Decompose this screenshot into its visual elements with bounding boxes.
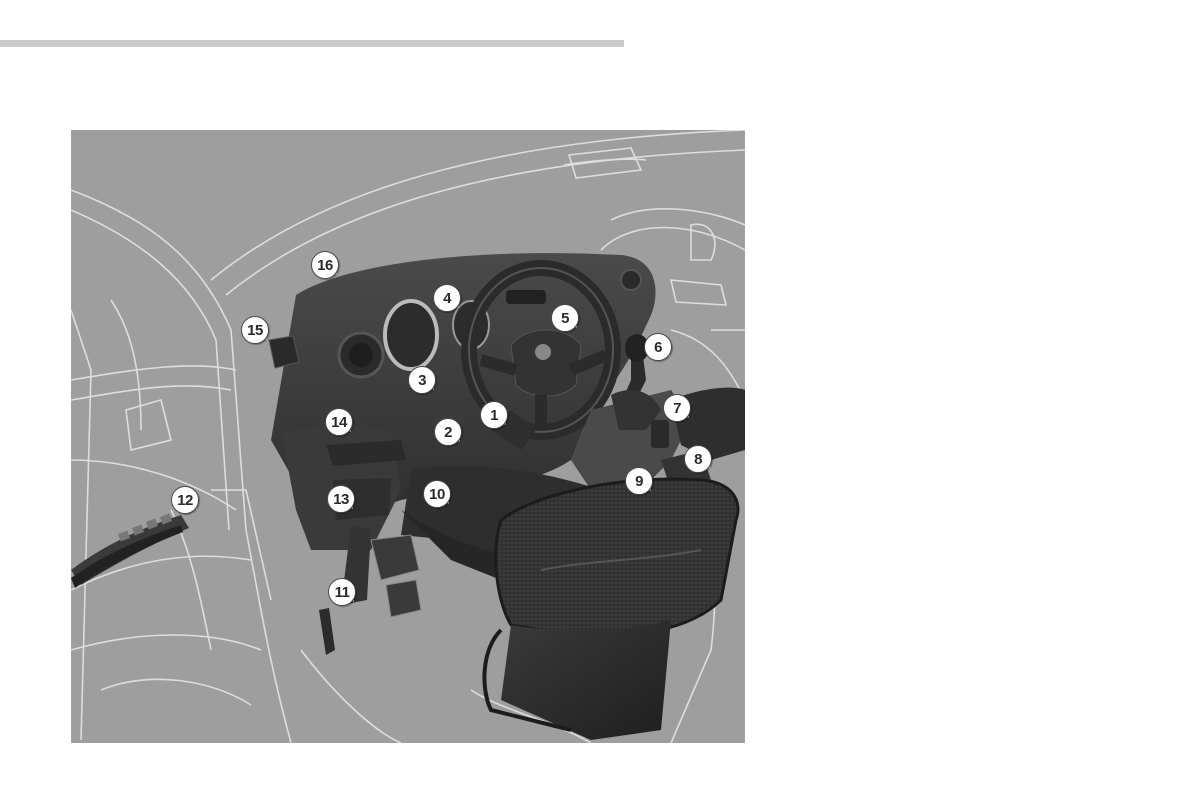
callout-13: 13 (327, 485, 355, 513)
callout-16: 16 (311, 251, 339, 279)
cockpit-illustration: 1 2 3 4 5 6 7 8 9 10 11 12 13 14 15 16 (71, 130, 745, 743)
cockpit-drawing (71, 130, 745, 743)
callout-4: 4 (433, 284, 461, 312)
callout-6: 6 (644, 333, 672, 361)
driver-seat (484, 479, 738, 740)
door-switch-panel (71, 514, 189, 588)
callout-7: 7 (663, 394, 691, 422)
callout-14: 14 (325, 408, 353, 436)
callout-1: 1 (480, 401, 508, 429)
callout-12: 12 (171, 486, 199, 514)
callout-2: 2 (434, 418, 462, 446)
callout-3: 3 (408, 366, 436, 394)
callout-10: 10 (423, 480, 451, 508)
callout-5: 5 (551, 304, 579, 332)
callout-15: 15 (241, 316, 269, 344)
callout-11: 11 (328, 578, 356, 606)
callout-8: 8 (684, 445, 712, 473)
callout-9: 9 (625, 467, 653, 495)
header-rule (0, 40, 624, 47)
